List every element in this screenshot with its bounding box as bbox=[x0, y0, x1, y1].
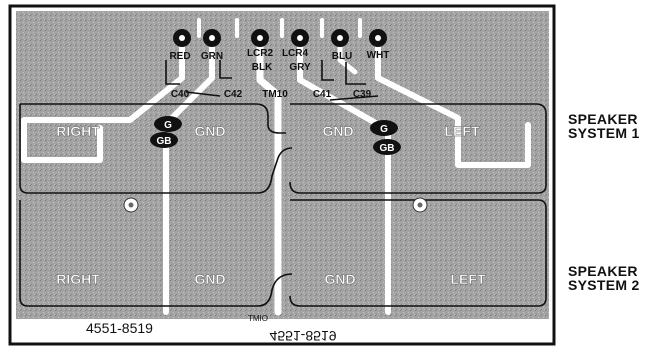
speaker-system-2-label: SPEAKER SYSTEM 2 bbox=[568, 264, 640, 292]
speaker-system-1-label: SPEAKER SYSTEM 1 bbox=[568, 112, 640, 140]
g-pads-left bbox=[150, 116, 182, 148]
zone-label-left-1: LEFT bbox=[445, 123, 480, 139]
zone-label-gnd-1a: GND bbox=[194, 123, 225, 139]
pad-label-lcr4: LCR4 bbox=[282, 48, 309, 59]
connector-pads bbox=[173, 29, 387, 47]
speaker-system-1-line2: SYSTEM 1 bbox=[568, 125, 640, 141]
part-number-mirrored: 4551-8519 bbox=[270, 328, 337, 344]
gb-label-left: GB bbox=[157, 136, 172, 147]
component-label-c40: C40 bbox=[171, 89, 190, 100]
pad-label-lcr2: LCR2 bbox=[247, 48, 274, 59]
zone-label-gnd-2a: GND bbox=[194, 271, 225, 287]
zone-label-right-2: RIGHT bbox=[56, 271, 100, 287]
component-label-c39: C39 bbox=[353, 89, 372, 100]
pad-label-gry: GRY bbox=[289, 62, 311, 73]
pad-label-red: RED bbox=[169, 51, 190, 62]
speaker-system-2-line1: SPEAKER bbox=[568, 263, 638, 279]
tm10-label-bottom: TMIO bbox=[248, 314, 268, 323]
isolation-traces bbox=[21, 18, 531, 316]
component-label-tm10: TM10 bbox=[262, 89, 288, 100]
zone-label-right-1: RIGHT bbox=[56, 123, 100, 139]
pad-label-blk: BLK bbox=[252, 62, 273, 73]
pad-label-blu: BLU bbox=[332, 51, 353, 62]
component-label-c41: C41 bbox=[313, 89, 332, 100]
g-label-right: G bbox=[380, 124, 388, 135]
zone-label-gnd-2b: GND bbox=[324, 271, 355, 287]
zone-label-left-2: LEFT bbox=[451, 271, 486, 287]
g-pads-right bbox=[370, 120, 401, 155]
outline-traces bbox=[19, 60, 547, 307]
speaker-system-1-line1: SPEAKER bbox=[568, 111, 638, 127]
pad-label-grn: GRN bbox=[201, 51, 223, 62]
gb-label-right: GB bbox=[380, 143, 395, 154]
g-label-left: G bbox=[164, 120, 172, 131]
pad-label-wht: WHT bbox=[367, 50, 390, 61]
part-number: 4551-8519 bbox=[86, 320, 153, 336]
speaker-system-2-line2: SYSTEM 2 bbox=[568, 277, 640, 293]
zone-label-gnd-1b: GND bbox=[322, 123, 353, 139]
component-label-c42: C42 bbox=[224, 89, 243, 100]
